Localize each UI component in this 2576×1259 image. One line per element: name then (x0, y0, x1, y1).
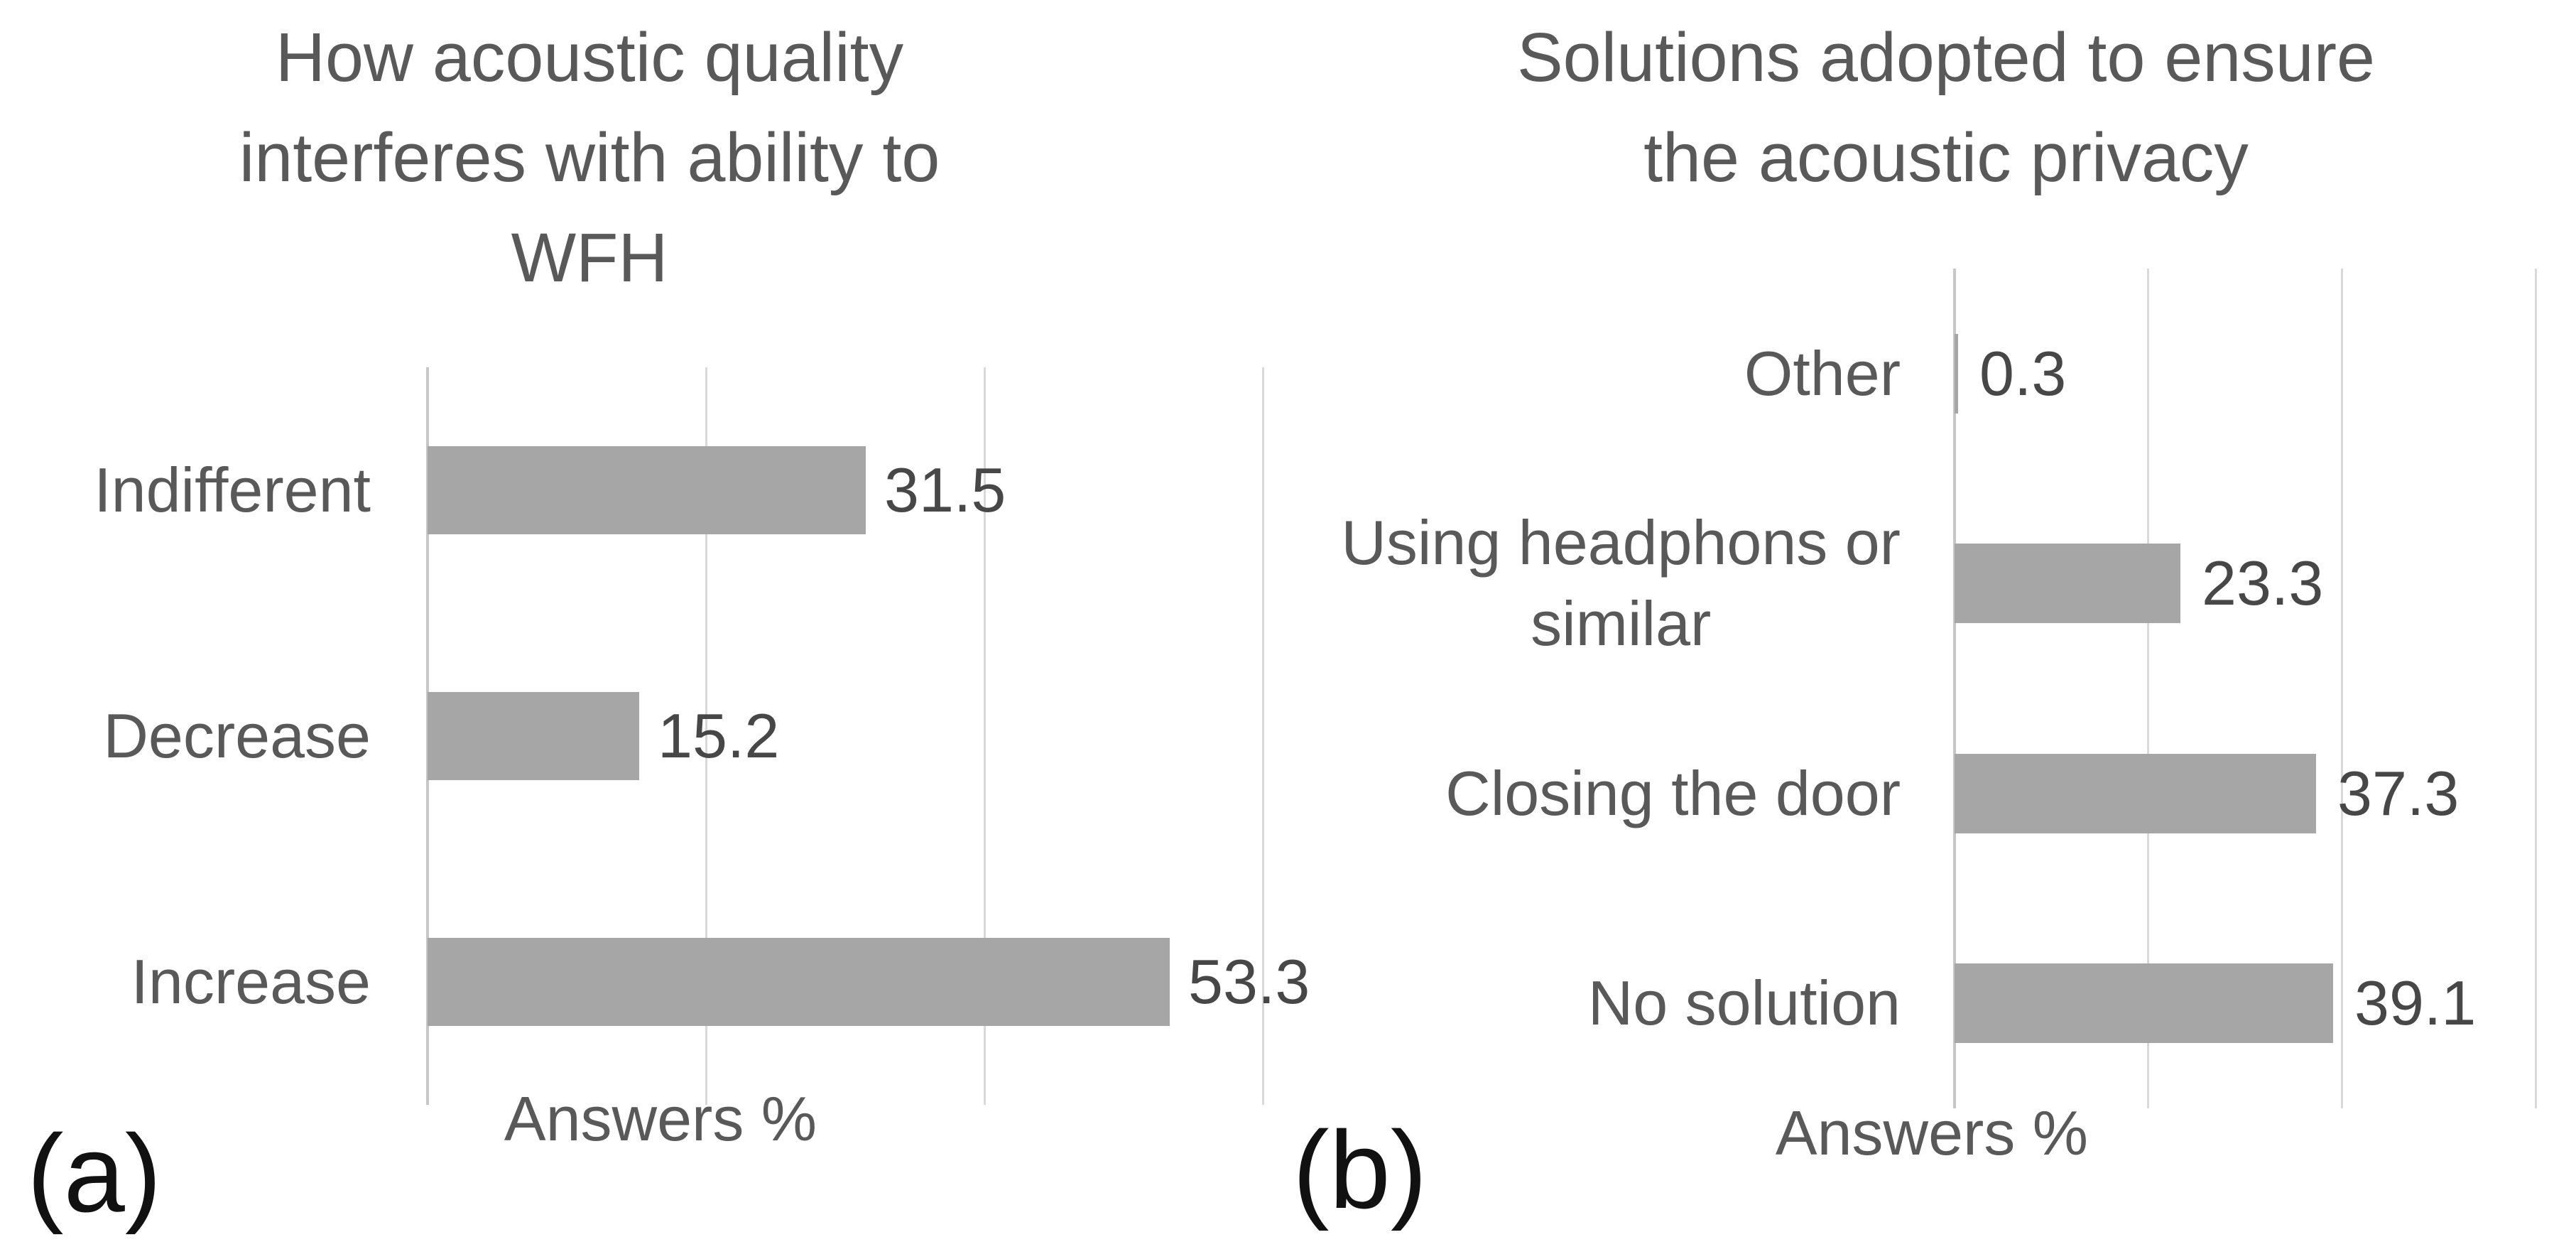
category-label: No solution (1119, 963, 1901, 1044)
bar (428, 446, 866, 534)
bar (428, 692, 639, 780)
chart-a-x-axis-title: Answers % (504, 1084, 817, 1154)
value-label: 53.3 (1188, 946, 1310, 1017)
chart-b-title-line: the acoustic privacy (1643, 119, 2249, 196)
value-label: 31.5 (884, 455, 1006, 525)
bar (1955, 544, 2180, 623)
category-label-text: Closing the door (1445, 758, 1901, 828)
value-label: 39.1 (2354, 968, 2477, 1038)
chart-a-title-line: WFH (511, 219, 668, 296)
category-label-text: Indifferent (94, 455, 371, 525)
value-label: 0.3 (1979, 338, 2067, 409)
gridline (2147, 269, 2149, 1108)
bar (1955, 334, 1958, 414)
chart-a-title-line: How acoustic quality (275, 18, 904, 96)
value-label: 15.2 (658, 701, 780, 771)
y-axis-line (1953, 269, 1956, 1108)
chart-a-title-line: interferes with ability to (239, 119, 940, 196)
value-label: 23.3 (2202, 548, 2324, 618)
chart-b-plot-area: 0.3 23.3 37.3 39.1 (1953, 269, 2537, 1108)
chart-a-title: How acoustic quality interferes with abi… (163, 7, 1016, 308)
chart-b-x-axis-title: Answers % (1775, 1098, 2089, 1168)
value-label: 37.3 (2337, 758, 2460, 828)
category-label-text: Other (1744, 338, 1901, 409)
category-label: Increase (0, 941, 371, 1022)
bar (1955, 963, 2333, 1043)
category-label: Decrease (0, 696, 371, 777)
chart-a-plot-area: 31.5 15.2 53.3 (426, 367, 1310, 1105)
gridline (705, 367, 707, 1105)
gridline (2341, 269, 2343, 1108)
category-label-text: Increase (131, 946, 371, 1017)
category-label: Closing the door (1119, 753, 1901, 834)
category-label: Indifferent (0, 450, 371, 531)
panel-label-b: (b) (1293, 1108, 1428, 1231)
chart-b-title: Solutions adopted to ensure the acoustic… (1435, 7, 2457, 207)
bar (1955, 754, 2316, 833)
gridline (1262, 367, 1264, 1105)
category-label-text: Decrease (103, 701, 371, 771)
panel-label-a: (a) (27, 1112, 162, 1235)
category-label-text: No solution (1587, 968, 1901, 1038)
gridline (984, 367, 986, 1105)
bar (428, 938, 1170, 1026)
category-label: Other (1119, 333, 1901, 414)
gridline (2535, 269, 2537, 1108)
chart-b-title-line: Solutions adopted to ensure (1516, 18, 2375, 96)
